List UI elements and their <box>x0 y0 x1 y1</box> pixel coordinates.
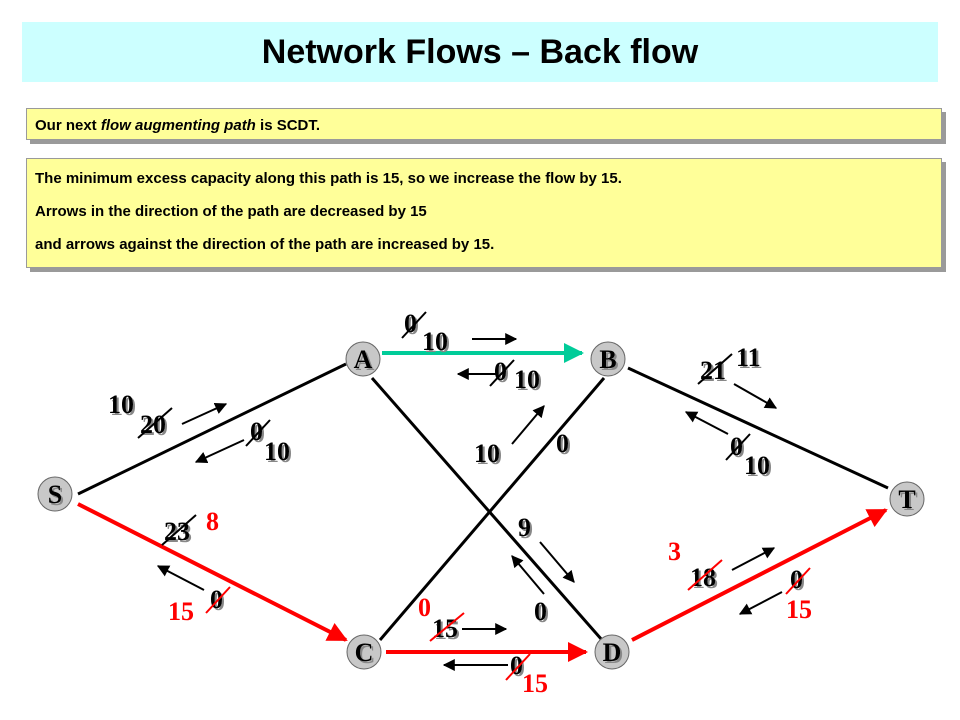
note-line-2: Arrows in the direction of the path are … <box>35 203 427 220</box>
strike-s-c-back-old <box>205 586 231 614</box>
label-c-d-back-new: 15 <box>522 669 548 698</box>
note-line-1: The minimum excess capacity along this p… <box>35 170 622 187</box>
strike-d-t-forward-old <box>687 559 723 591</box>
edge-s-a <box>77 362 347 496</box>
strike-s-a-back-old <box>245 419 271 447</box>
node-t-label: T <box>898 485 915 514</box>
node-a-label: A <box>354 345 373 374</box>
note-line: Our next flow augmenting path is SCDT. <box>35 117 933 134</box>
note-suffix: is SCDT. <box>255 117 321 134</box>
label-s-c-back-old: 0 <box>210 585 223 614</box>
label-s-a-back-new: 10 <box>264 437 290 466</box>
label-s-a-back-old: 0 <box>250 417 263 446</box>
arrow-a-d-forward <box>539 541 575 583</box>
node-s-label: S <box>48 480 62 509</box>
arrow-s-a-forward <box>181 403 228 425</box>
label-d-t-back-new: 15 <box>786 595 812 624</box>
arrow-d-t-forward <box>731 547 776 571</box>
note-prefix: Our next <box>35 117 101 134</box>
arrow-s-a-back <box>194 439 245 463</box>
strike-s-a-forward-old <box>137 407 173 439</box>
arrow-a-d-back <box>511 555 545 595</box>
label-b-t-forward-new: 11 <box>736 343 761 372</box>
strike-b-t-forward-old <box>697 353 733 385</box>
node-b: B <box>590 341 626 377</box>
label-s-c-back-new: 15 <box>168 597 194 626</box>
strike-c-d-back-old <box>505 653 531 681</box>
strike-a-b-forward-old <box>401 311 427 339</box>
node-c: C <box>346 634 382 670</box>
label-c-d-forward-new: 0 <box>418 593 431 622</box>
label-a-b-forward-new: 10 <box>422 327 448 356</box>
arrow-s-c-back <box>156 565 205 591</box>
strike-s-c-forward-old <box>161 514 197 546</box>
note-line-3: and arrows against the direction of the … <box>35 236 495 253</box>
arrow-d-t-back <box>738 591 783 615</box>
label-a-d-back: 0 <box>534 597 547 626</box>
label-a-b-back-old: 0 <box>494 357 507 386</box>
edge-c-b <box>378 377 606 641</box>
arrow-b-t-forward <box>733 383 778 409</box>
edge-a-d <box>370 377 604 641</box>
label-b-t-back-new: 10 <box>744 451 770 480</box>
node-a: A <box>345 341 381 377</box>
label-a-b-forward-old: 0 <box>404 309 417 338</box>
edge-b-t <box>627 366 889 490</box>
node-d: D <box>594 634 630 670</box>
node-s: S <box>37 476 73 512</box>
node-b-label: B <box>599 345 616 374</box>
edge-s-c <box>77 502 348 642</box>
strike-c-d-forward-old <box>429 612 465 642</box>
label-s-c-forward-new: 8 <box>206 507 219 536</box>
strike-b-t-back-old <box>725 433 751 461</box>
note-explanation: The minimum excess capacity along this p… <box>26 158 942 268</box>
strike-d-t-back-old <box>785 567 811 595</box>
label-d-t-back-old: 0 <box>790 565 803 594</box>
label-a-b-back-new: 10 <box>514 365 540 394</box>
note-augmenting-path: Our next flow augmenting path is SCDT. <box>26 108 942 140</box>
title-banner: Network Flows – Back flow <box>22 22 938 82</box>
node-d-label: D <box>603 638 622 667</box>
node-c-label: C <box>355 638 374 667</box>
edge-d-t <box>631 508 888 642</box>
arrow-b-t-back <box>684 411 729 435</box>
arrow-c-b-forward <box>511 405 545 445</box>
strike-a-b-back-old <box>489 359 515 387</box>
label-c-b-forward: 10 <box>474 439 500 468</box>
label-s-a-forward-new: 10 <box>108 390 134 419</box>
node-t: T <box>889 481 925 517</box>
label-b-t-back-old: 0 <box>730 432 743 461</box>
note-emphasis: flow augmenting path <box>100 117 256 134</box>
label-d-t-forward-new: 3 <box>668 537 681 566</box>
label-c-b-back: 0 <box>556 429 569 458</box>
label-a-d-forward: 9 <box>518 513 531 542</box>
page-title: Network Flows – Back flow <box>261 32 699 71</box>
